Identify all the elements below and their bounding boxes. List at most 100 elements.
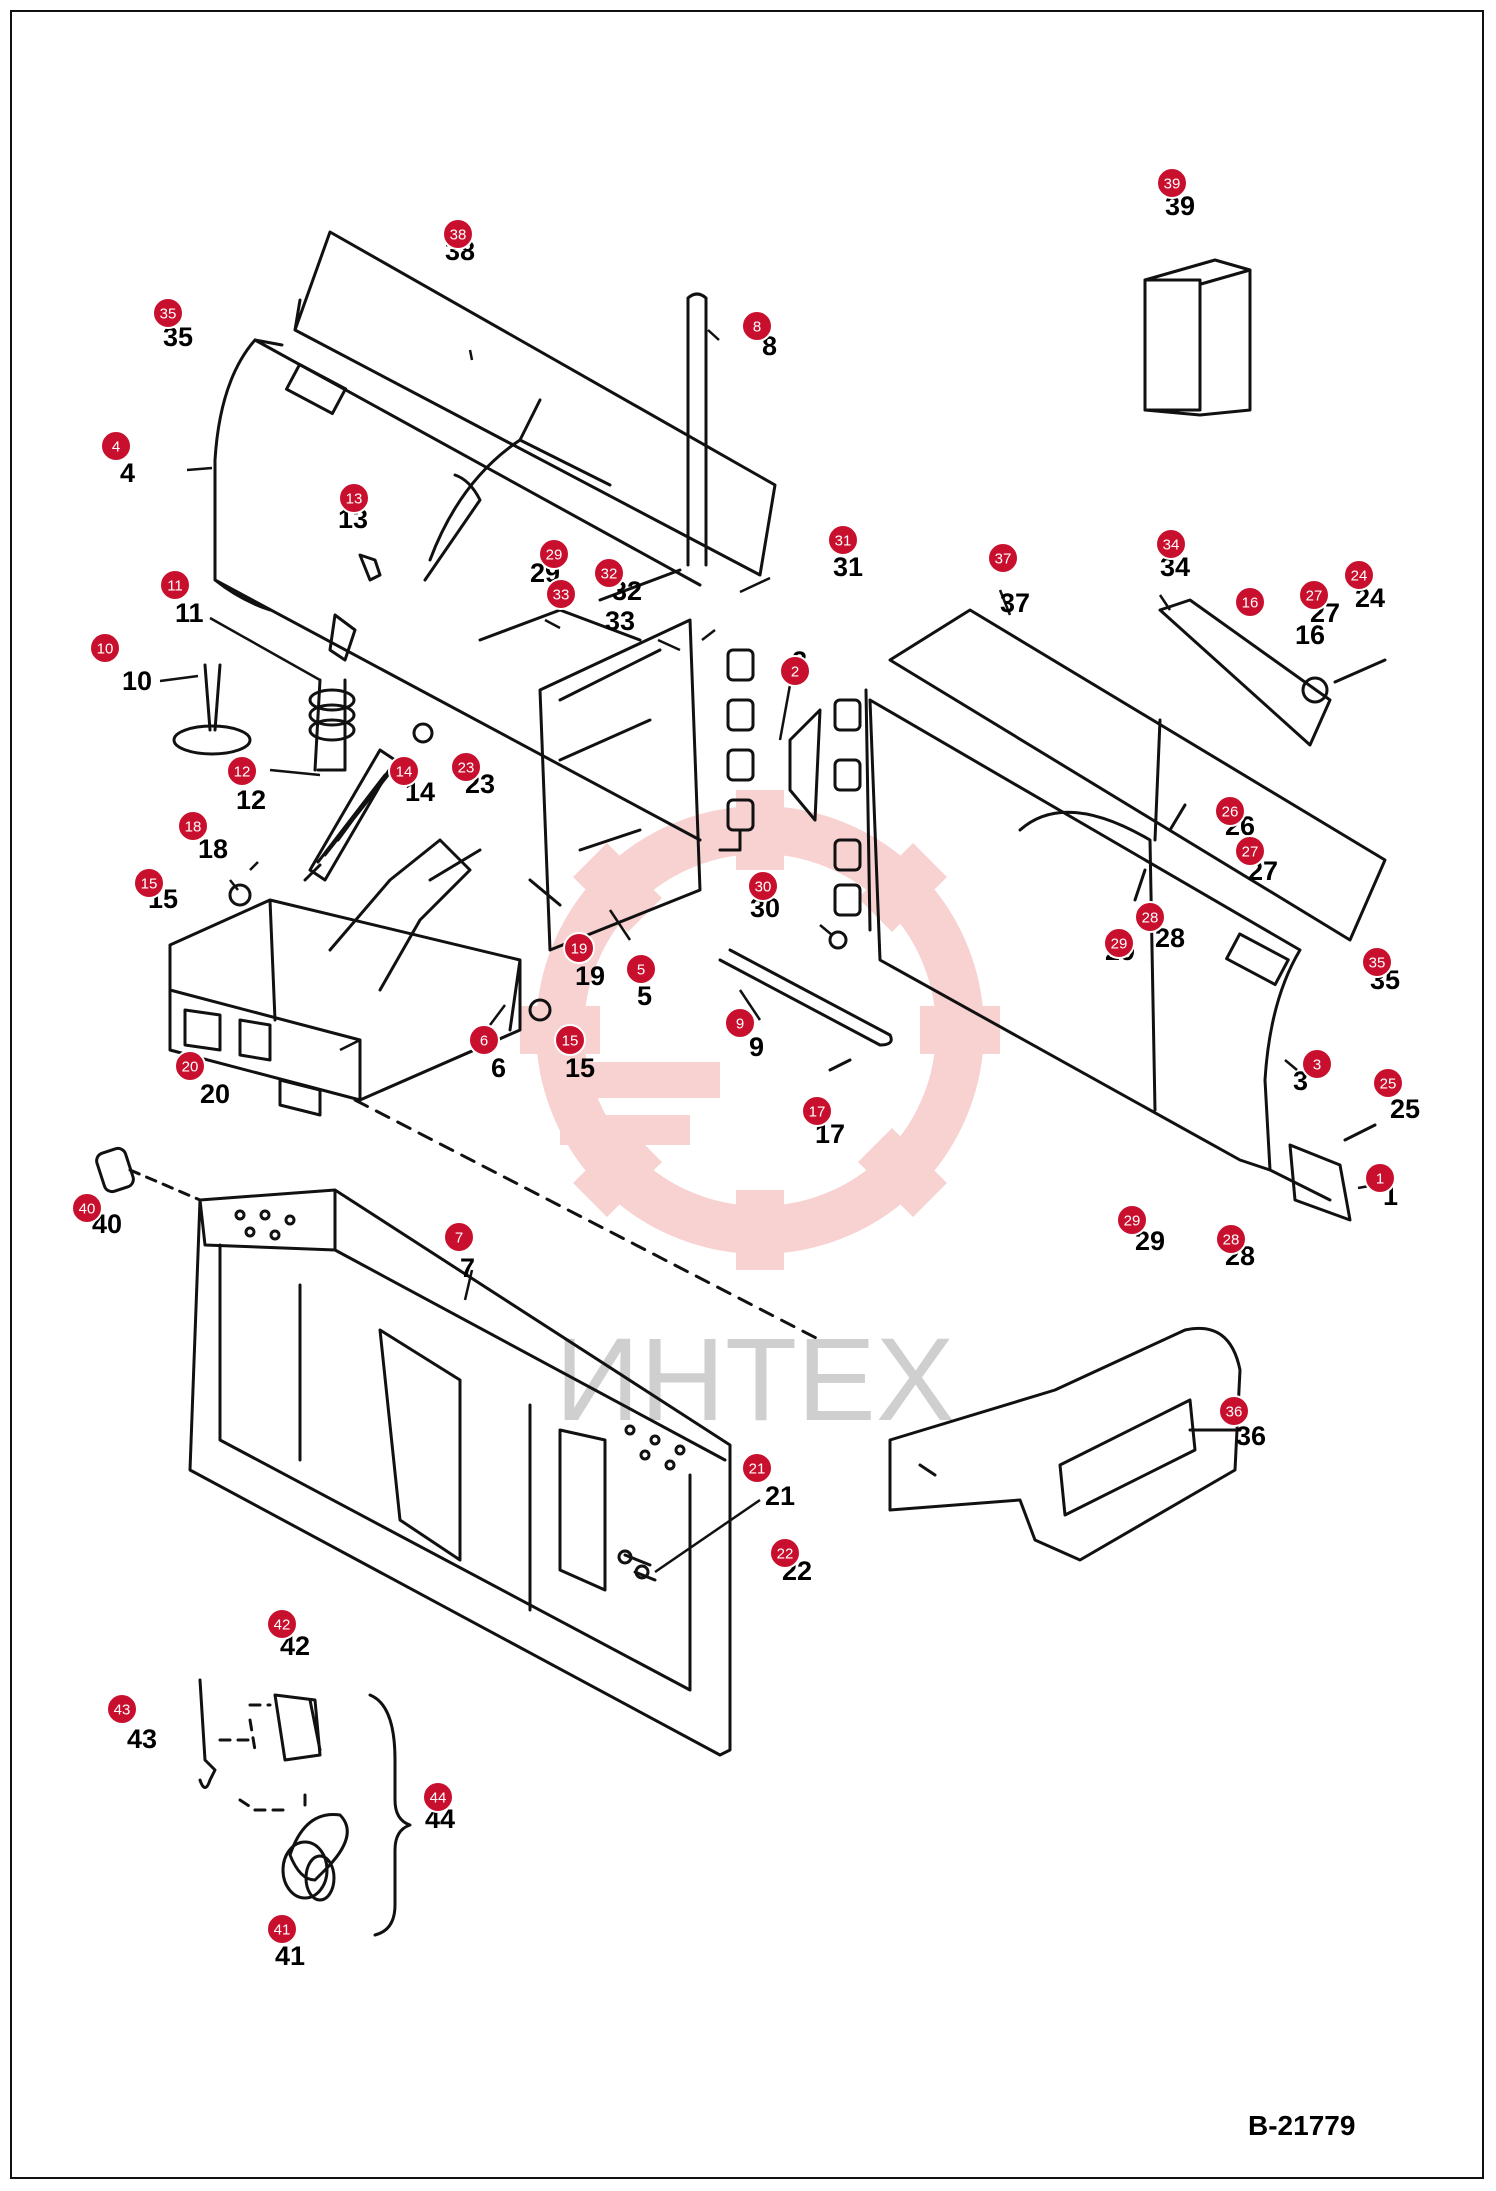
callout-marker-number: 2	[791, 664, 799, 681]
callout-marker-number: 22	[777, 1546, 794, 1563]
callout-marker-number: 15	[141, 876, 158, 893]
cutting-edge-right	[888, 608, 1387, 942]
callout-marker-14[interactable]	[388, 755, 420, 787]
callout-marker-11[interactable]	[159, 569, 191, 601]
callout-marker-5[interactable]	[625, 953, 657, 985]
callout-marker-18[interactable]	[177, 810, 209, 842]
callout-marker-4[interactable]	[100, 430, 132, 462]
callout-marker-24[interactable]	[1343, 559, 1375, 591]
callout-marker-19[interactable]	[563, 932, 595, 964]
callout-marker-number: 31	[835, 533, 852, 550]
callout-marker-42[interactable]	[266, 1608, 298, 1640]
callout-marker-number: 3	[1313, 1057, 1321, 1074]
callout-marker-28[interactable]	[1134, 901, 1166, 933]
callout-marker-13[interactable]	[338, 482, 370, 514]
callout-marker-number: 27	[1306, 588, 1323, 605]
callout-marker-number: 5	[637, 962, 645, 979]
callout-marker-number: 40	[79, 1201, 96, 1218]
part-label-37: 37	[1000, 588, 1030, 618]
callout-marker-29[interactable]	[1103, 927, 1135, 959]
leader-lines	[159, 329, 1376, 1574]
callout-marker-20[interactable]	[174, 1050, 206, 1082]
callout-marker-number: 38	[450, 227, 467, 244]
callout-marker-number: 6	[480, 1033, 488, 1050]
callout-marker-17[interactable]	[801, 1095, 833, 1127]
callout-marker-9[interactable]	[724, 1007, 756, 1039]
callout-marker-number: 15	[562, 1033, 579, 1050]
callout-marker-30[interactable]	[747, 870, 779, 902]
callout-marker-6[interactable]	[468, 1024, 500, 1056]
hinge-stack-right	[833, 688, 872, 932]
callout-marker-27[interactable]	[1298, 579, 1330, 611]
spring-guide-11	[313, 678, 347, 772]
callout-marker-35[interactable]	[1361, 946, 1393, 978]
latch-clip-42	[273, 1693, 322, 1762]
callout-marker-38[interactable]	[442, 218, 474, 250]
callout-marker-number: 37	[995, 551, 1012, 568]
callout-marker-29[interactable]	[1116, 1204, 1148, 1236]
latch-dash	[218, 1703, 307, 1812]
callout-marker-16[interactable]	[1234, 586, 1266, 618]
callout-marker-8[interactable]	[741, 310, 773, 342]
callout-marker-2[interactable]	[779, 655, 811, 687]
callout-marker-27[interactable]	[1234, 835, 1266, 867]
callout-marker-15[interactable]	[133, 867, 165, 899]
hinge-bracket	[788, 708, 822, 822]
callout-marker-34[interactable]	[1155, 528, 1187, 560]
callout-marker-25[interactable]	[1372, 1067, 1404, 1099]
drawing-number: B-21779	[1248, 2110, 1355, 2141]
blade-left	[213, 338, 702, 842]
callout-marker-36[interactable]	[1218, 1395, 1250, 1427]
wear-plate	[1158, 598, 1332, 747]
callout-marker-35[interactable]	[152, 297, 184, 329]
skid-bracket	[1288, 1143, 1352, 1222]
callout-marker-37[interactable]	[987, 542, 1019, 574]
sleeve-40	[95, 1146, 135, 1194]
callout-marker-number: 29	[1111, 936, 1128, 953]
callout-marker-39[interactable]	[1156, 167, 1188, 199]
part-label-43: 43	[127, 1724, 157, 1754]
callout-marker-number: 29	[546, 547, 563, 564]
part-label-19: 19	[575, 961, 605, 991]
mount-plate	[188, 1188, 732, 1757]
callout-marker-41[interactable]	[266, 1913, 298, 1945]
callout-marker-number: 16	[1242, 595, 1259, 612]
callout-marker-number: 23	[458, 760, 475, 777]
callout-marker-40[interactable]	[71, 1192, 103, 1224]
lower-frame	[168, 898, 522, 1102]
callout-marker-7[interactable]	[443, 1221, 475, 1253]
callout-marker-33[interactable]	[545, 578, 577, 610]
nut-30	[828, 930, 848, 950]
line-art	[95, 230, 1387, 1937]
callout-marker-1[interactable]	[1364, 1162, 1396, 1194]
callout-marker-21[interactable]	[741, 1452, 773, 1484]
callout-marker-10[interactable]	[89, 632, 121, 664]
callout-marker-23[interactable]	[450, 751, 482, 783]
callout-marker-29[interactable]	[538, 538, 570, 570]
callout-marker-number: 35	[160, 306, 177, 323]
washer-15-b	[528, 998, 552, 1022]
callout-marker-44[interactable]	[422, 1781, 454, 1813]
callout-marker-number: 21	[749, 1461, 766, 1478]
callout-marker-28[interactable]	[1215, 1223, 1247, 1255]
callout-marker-number: 44	[430, 1790, 447, 1807]
callout-marker-3[interactable]	[1301, 1048, 1333, 1080]
lower-frame-window	[183, 1008, 322, 1117]
part-label-20: 20	[200, 1079, 230, 1109]
callout-marker-12[interactable]	[226, 755, 258, 787]
callout-marker-number: 7	[455, 1230, 463, 1247]
callout-marker-43[interactable]	[106, 1693, 138, 1725]
blade-right	[868, 698, 1332, 1202]
spring-cap-13	[328, 553, 382, 662]
callout-marker-15[interactable]	[554, 1024, 586, 1056]
callout-marker-32[interactable]	[593, 557, 625, 589]
callout-marker-31[interactable]	[827, 524, 859, 556]
callout-marker-26[interactable]	[1214, 795, 1246, 827]
callout-marker-22[interactable]	[769, 1537, 801, 1569]
pin-10	[203, 663, 222, 732]
part-label-25: 25	[1390, 1094, 1420, 1124]
pivot-post	[686, 292, 708, 567]
callout-marker-number: 19	[571, 941, 588, 958]
skid-shoe	[888, 1326, 1242, 1562]
part-label-9: 9	[749, 1032, 764, 1062]
